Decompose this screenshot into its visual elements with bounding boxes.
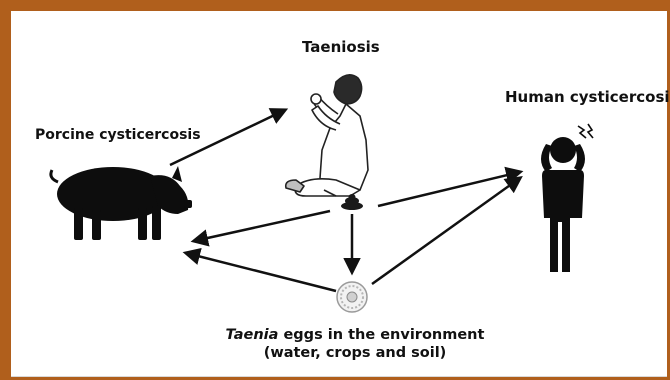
person-eating-icon	[286, 75, 368, 196]
label-porcine-cysticercosis: Porcine cysticercosis	[35, 126, 201, 144]
arrow-stool-to-pig	[194, 211, 330, 241]
label-taeniosis: Taeniosis	[302, 38, 380, 56]
arrow-eggs-to-human	[372, 178, 520, 284]
label-taenia-eggs: Taenia eggs in the environment (water, c…	[205, 326, 505, 362]
arrow-stool-to-human	[378, 172, 520, 206]
headache-lightning-icon	[578, 124, 593, 138]
label-eggs-genus: Taenia	[226, 327, 279, 343]
label-human-cysticercosis: Human cysticercosis	[505, 88, 670, 106]
label-eggs-line1-rest: eggs in the environment	[278, 327, 484, 343]
arrow-eggs-to-pig	[186, 253, 336, 291]
pig-icon	[51, 166, 192, 240]
label-eggs-line2: (water, crops and soil)	[205, 344, 505, 362]
person-headache-icon	[541, 137, 585, 272]
label-eggs-line1: Taenia eggs in the environment	[205, 326, 505, 344]
egg-icon	[337, 282, 367, 312]
